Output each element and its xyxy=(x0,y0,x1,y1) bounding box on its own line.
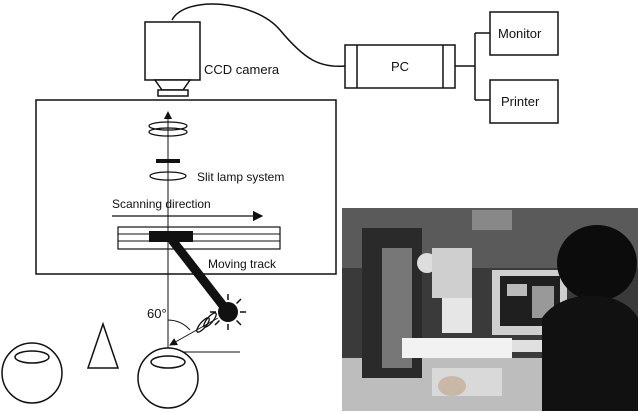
moving-track-label: Moving track xyxy=(208,257,277,271)
right-eye-icon xyxy=(137,347,199,409)
camera-cable xyxy=(171,3,346,68)
triangle-icon xyxy=(86,321,120,369)
pc-label: PC xyxy=(391,59,409,74)
left-eye-icon xyxy=(1,342,63,404)
device-photo xyxy=(342,208,638,411)
angle-label: 60° xyxy=(147,306,167,321)
slit-bar xyxy=(156,159,180,163)
scanning-direction-label: Scanning direction xyxy=(112,197,211,211)
printer-label: Printer xyxy=(501,94,540,109)
angle-arc xyxy=(167,319,191,331)
track-rails xyxy=(117,226,281,250)
pc-box xyxy=(344,44,456,89)
lamp-arm xyxy=(168,237,232,315)
light-source-icon xyxy=(210,294,246,330)
printer-box xyxy=(489,79,559,124)
enclosure-box xyxy=(35,99,337,275)
monitor-label: Monitor xyxy=(498,26,542,41)
light-beam xyxy=(169,317,219,346)
ccd-camera-label: CCD camera xyxy=(204,62,280,77)
pc-output-connector xyxy=(455,32,490,101)
beam-optics xyxy=(196,312,217,333)
track-carriage xyxy=(149,231,193,242)
lower-lens xyxy=(149,171,187,181)
monitor-box xyxy=(489,11,559,56)
upper-lens-pair xyxy=(148,121,188,137)
ccd-camera-icon xyxy=(144,21,201,97)
slit-lamp-label: Slit lamp system xyxy=(197,170,284,184)
